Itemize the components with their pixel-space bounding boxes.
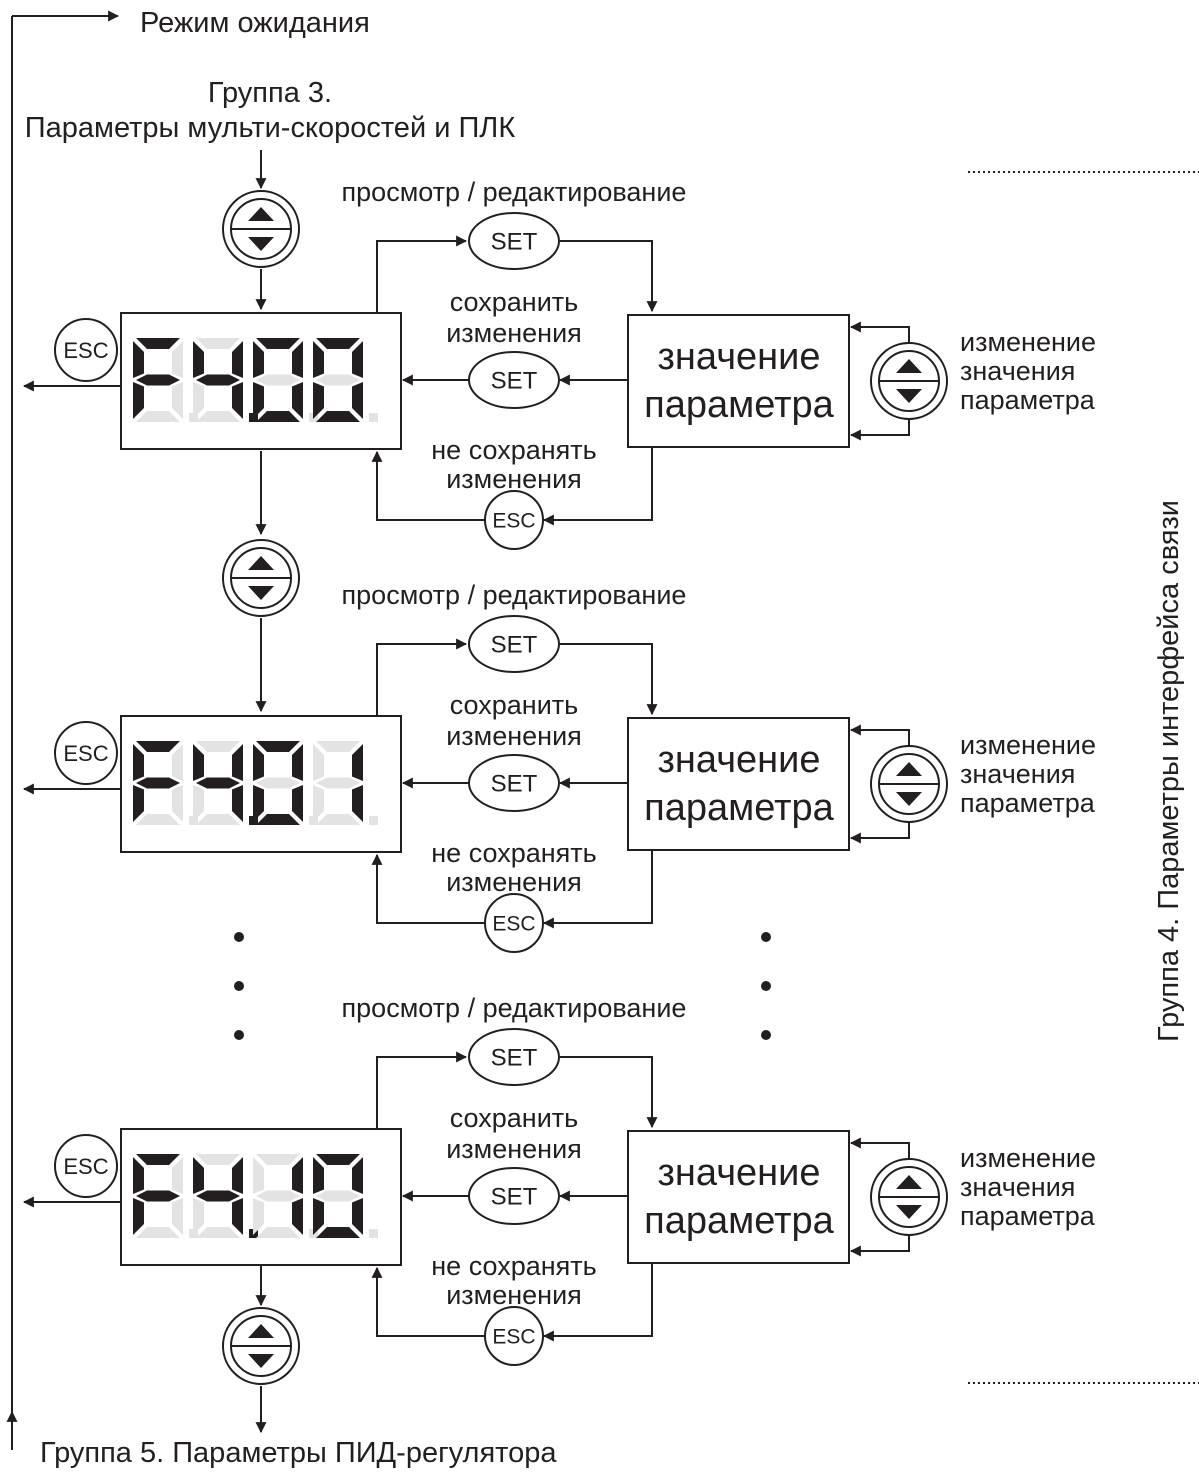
set-button-save-f4-00-label: SET (491, 368, 538, 395)
esc-button-left-f4-00[interactable]: ESC (54, 318, 118, 382)
value-box-f4-01: значение параметра (627, 717, 850, 851)
down-arrow-icon (248, 586, 274, 600)
group3-title: Группа 3. (208, 77, 332, 109)
change-label-1: изменение (960, 1143, 1096, 1173)
standby-return-line (6, 10, 120, 1450)
digit-4 (313, 741, 378, 825)
parameter-row-f4-10: F4.10ESCпросмотр / редактированиеSETзнач… (22, 993, 1096, 1366)
updown-change-f4-10[interactable] (870, 1158, 948, 1236)
parameter-row-f4-01: F4.01ESCпросмотр / редактированиеSETзнач… (22, 580, 1096, 953)
up-arrow-icon (896, 762, 922, 776)
up-arrow-icon (248, 1324, 274, 1338)
updown-nav-bottom[interactable] (222, 1307, 300, 1385)
nosave-label-1: не сохранять (431, 1251, 596, 1281)
view-edit-label: просмотр / редактирование (342, 177, 687, 207)
set-button-save-f4-01[interactable]: SET (468, 754, 560, 812)
esc-button-nosave-f4-00[interactable]: ESC (484, 490, 544, 550)
down-arrow-icon (248, 237, 274, 251)
esc-button-nosave-f4-01[interactable]: ESC (484, 893, 544, 953)
set-button-top-f4-01[interactable]: SET (468, 615, 560, 673)
digit-1 (133, 338, 198, 422)
change-label-2: значения (960, 1172, 1075, 1202)
change-label-3: параметра (960, 385, 1096, 415)
up-arrow-icon (896, 359, 922, 373)
set-button-save-f4-01-label: SET (491, 771, 538, 798)
set-button-save-f4-00[interactable]: SET (468, 351, 560, 409)
updown-nav-top[interactable] (222, 190, 300, 268)
save-label-1: сохранить (450, 1103, 578, 1133)
nosave-label-2: изменения (446, 464, 582, 494)
down-arrow-icon (896, 1205, 922, 1219)
group3-subtitle: Параметры мульти-скоростей и ПЛК (25, 112, 516, 144)
parameter-row-f4-00: F4.00ESCпросмотр / редактированиеSETзнач… (22, 177, 1096, 550)
change-label-2: значения (960, 759, 1075, 789)
up-arrow-icon (248, 207, 274, 221)
esc-button-nosave-f4-01-label: ESC (492, 913, 535, 936)
nosave-label-1: не сохранять (431, 435, 596, 465)
esc-button-nosave-f4-00-label: ESC (492, 510, 535, 533)
esc-button-left-f4-00-label: ESC (63, 338, 108, 363)
change-label-1: изменение (960, 730, 1096, 760)
set-button-top-f4-00[interactable]: SET (468, 212, 560, 270)
digit-2 (193, 1154, 258, 1238)
group4-vertical-label: Группа 4. Параметры интерфейса связи (1153, 500, 1185, 1042)
view-edit-label: просмотр / редактирование (342, 580, 687, 610)
display-f4-10: F4.10 (120, 1128, 402, 1266)
nosave-label-2: изменения (446, 1280, 582, 1310)
view-edit-label: просмотр / редактирование (342, 993, 687, 1023)
up-arrow-icon (896, 1175, 922, 1189)
digit-2 (193, 741, 258, 825)
down-arrow-icon (896, 389, 922, 403)
down-arrow-icon (248, 1354, 274, 1368)
digit-4 (313, 338, 378, 422)
nosave-label-2: изменения (446, 867, 582, 897)
set-button-save-f4-10-label: SET (491, 1184, 538, 1211)
esc-button-nosave-f4-10[interactable]: ESC (484, 1306, 544, 1366)
set-button-top-f4-10[interactable]: SET (468, 1028, 560, 1086)
updown-change-f4-01[interactable] (870, 745, 948, 823)
down-arrow-icon (896, 792, 922, 806)
esc-button-left-f4-01-label: ESC (63, 741, 108, 766)
value-line-2: параметра (644, 787, 835, 829)
up-arrow-icon (248, 556, 274, 570)
save-label-1: сохранить (450, 690, 578, 720)
display-f4-00: F4.00 (120, 312, 402, 450)
value-line-2: параметра (644, 1200, 835, 1242)
nosave-label-1: не сохранять (431, 838, 596, 868)
value-line-2: параметра (644, 384, 835, 426)
digit-1 (133, 741, 198, 825)
set-button-top-f4-01-label: SET (491, 632, 538, 659)
value-box-f4-00: значение параметра (627, 314, 850, 448)
set-button-top-f4-10-label: SET (491, 1045, 538, 1072)
save-label-1: сохранить (450, 287, 578, 317)
change-label-3: параметра (960, 788, 1096, 818)
esc-button-left-f4-10-label: ESC (63, 1154, 108, 1179)
save-label-2: изменения (446, 1134, 582, 1164)
save-label-2: изменения (446, 721, 582, 751)
esc-button-nosave-f4-10-label: ESC (492, 1326, 535, 1349)
ellipsis-right (761, 932, 771, 1040)
save-label-2: изменения (446, 318, 582, 348)
updown-nav-middle[interactable] (222, 539, 300, 617)
display-f4-01: F4.01 (120, 715, 402, 853)
change-label-1: изменение (960, 327, 1096, 357)
esc-button-left-f4-10[interactable]: ESC (54, 1134, 118, 1198)
digit-3 (253, 741, 318, 825)
ellipsis-left (234, 932, 244, 1040)
updown-change-f4-00[interactable] (870, 342, 948, 420)
value-line-1: значение (658, 1152, 821, 1194)
value-line-1: значение (658, 336, 821, 378)
change-label-2: значения (960, 356, 1075, 386)
standby-label: Режим ожидания (140, 7, 370, 39)
esc-button-left-f4-01[interactable]: ESC (54, 721, 118, 785)
change-label-3: параметра (960, 1201, 1096, 1231)
value-line-1: значение (658, 739, 821, 781)
set-button-top-f4-00-label: SET (491, 229, 538, 256)
set-button-save-f4-10[interactable]: SET (468, 1167, 560, 1225)
value-box-f4-10: значение параметра (627, 1130, 850, 1264)
digit-4 (313, 1154, 378, 1238)
group5-label: Группа 5. Параметры ПИД-регулятора (40, 1437, 557, 1469)
